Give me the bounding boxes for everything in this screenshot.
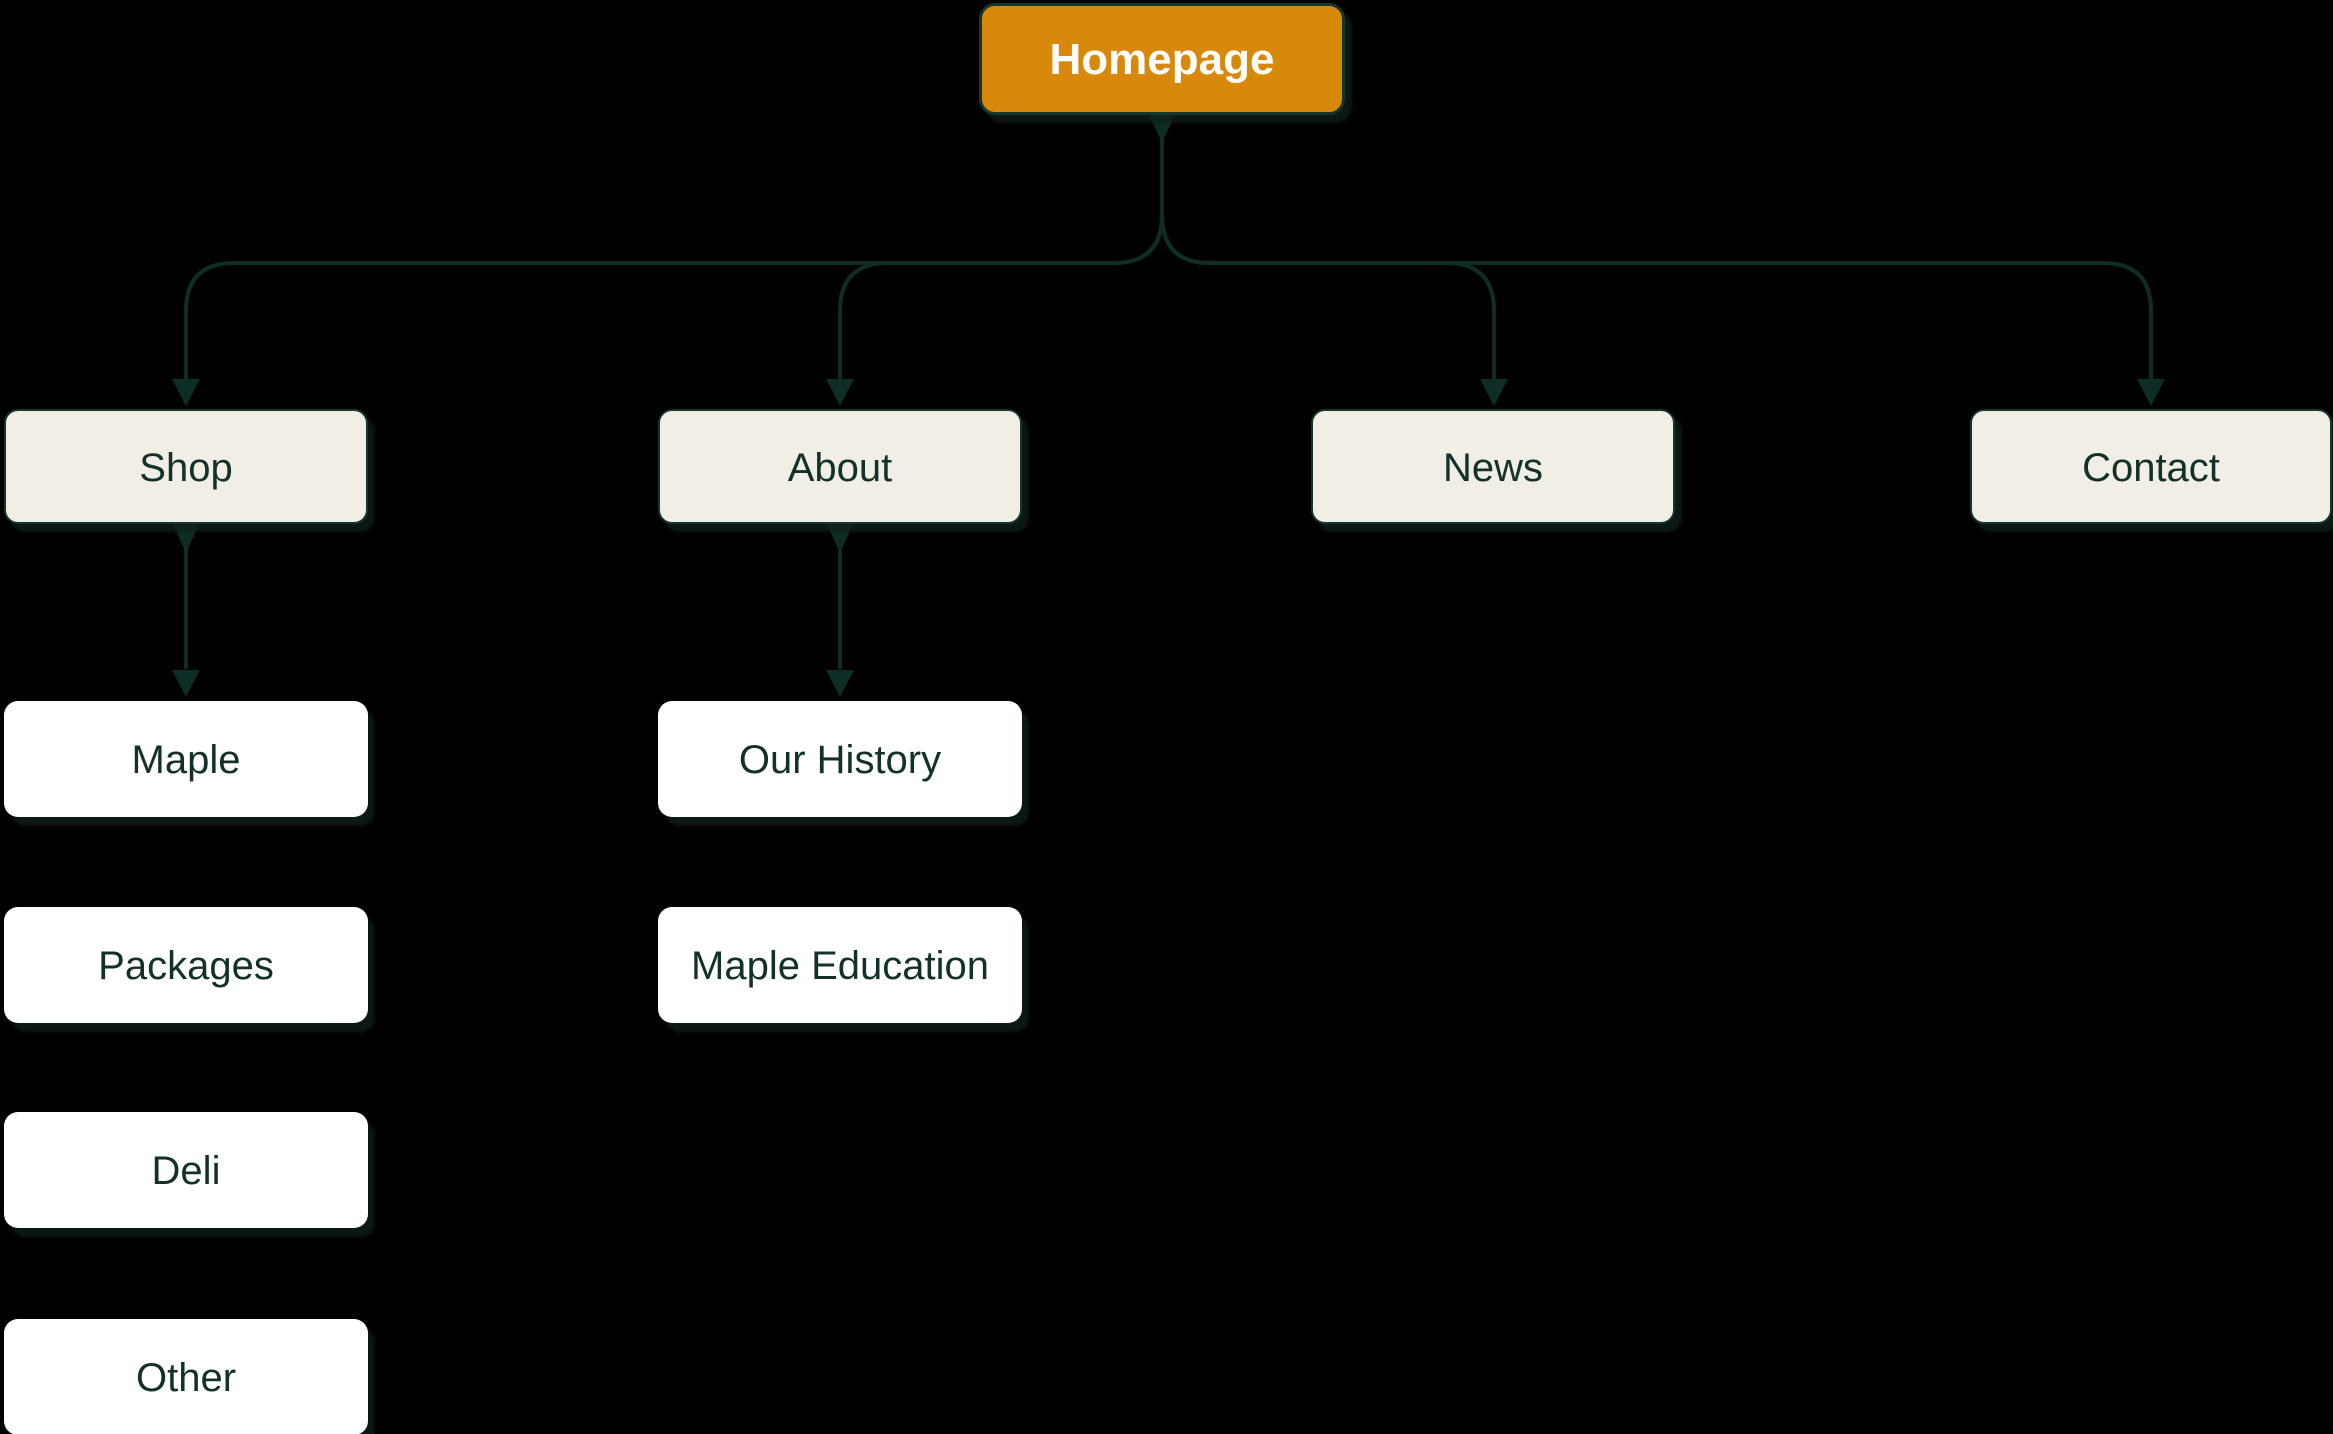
node-contact-label: Contact bbox=[2082, 445, 2220, 490]
node-shop-label: Shop bbox=[139, 445, 233, 490]
funnel-about bbox=[827, 524, 853, 553]
edge-homepage-shop bbox=[184, 130, 1164, 379]
node-news[interactable]: News bbox=[1311, 409, 1675, 524]
arrow-into-contact bbox=[2137, 379, 2165, 406]
edge-homepage-news bbox=[1160, 130, 1496, 379]
node-other-label: Other bbox=[135, 1356, 237, 1400]
node-homepage[interactable]: Homepage bbox=[979, 3, 1345, 115]
edge-homepage-about bbox=[838, 130, 1164, 379]
funnel-shop bbox=[173, 524, 199, 553]
funnel-homepage bbox=[1149, 114, 1175, 143]
node-contact[interactable]: Contact bbox=[1970, 409, 2332, 524]
node-packages[interactable]: Packages bbox=[4, 907, 368, 1023]
arrow-into-shop bbox=[172, 379, 200, 406]
node-maple[interactable]: Maple bbox=[4, 701, 368, 817]
node-our-history-label: Our History bbox=[738, 738, 942, 782]
node-deli-label: Deli bbox=[151, 1149, 221, 1193]
node-about-label: About bbox=[787, 445, 893, 490]
node-other[interactable]: Other bbox=[4, 1319, 368, 1434]
arrow-into-about bbox=[826, 379, 854, 406]
node-about[interactable]: About bbox=[658, 409, 1022, 524]
node-packages-label: Packages bbox=[98, 944, 274, 988]
node-deli[interactable]: Deli bbox=[4, 1112, 368, 1228]
node-homepage-label: Homepage bbox=[1049, 35, 1275, 84]
arrow-into-our-history bbox=[826, 670, 854, 697]
node-shop[interactable]: Shop bbox=[4, 409, 368, 524]
node-maple-label: Maple bbox=[131, 738, 241, 782]
node-our-history[interactable]: Our History bbox=[658, 701, 1022, 817]
edge-homepage-contact bbox=[1160, 130, 2153, 379]
arrow-into-news bbox=[1480, 379, 1508, 406]
node-news-label: News bbox=[1442, 445, 1544, 490]
arrow-into-maple bbox=[172, 670, 200, 697]
node-maple-education[interactable]: Maple Education bbox=[658, 907, 1022, 1023]
node-maple-education-label: Maple Education bbox=[691, 944, 989, 988]
